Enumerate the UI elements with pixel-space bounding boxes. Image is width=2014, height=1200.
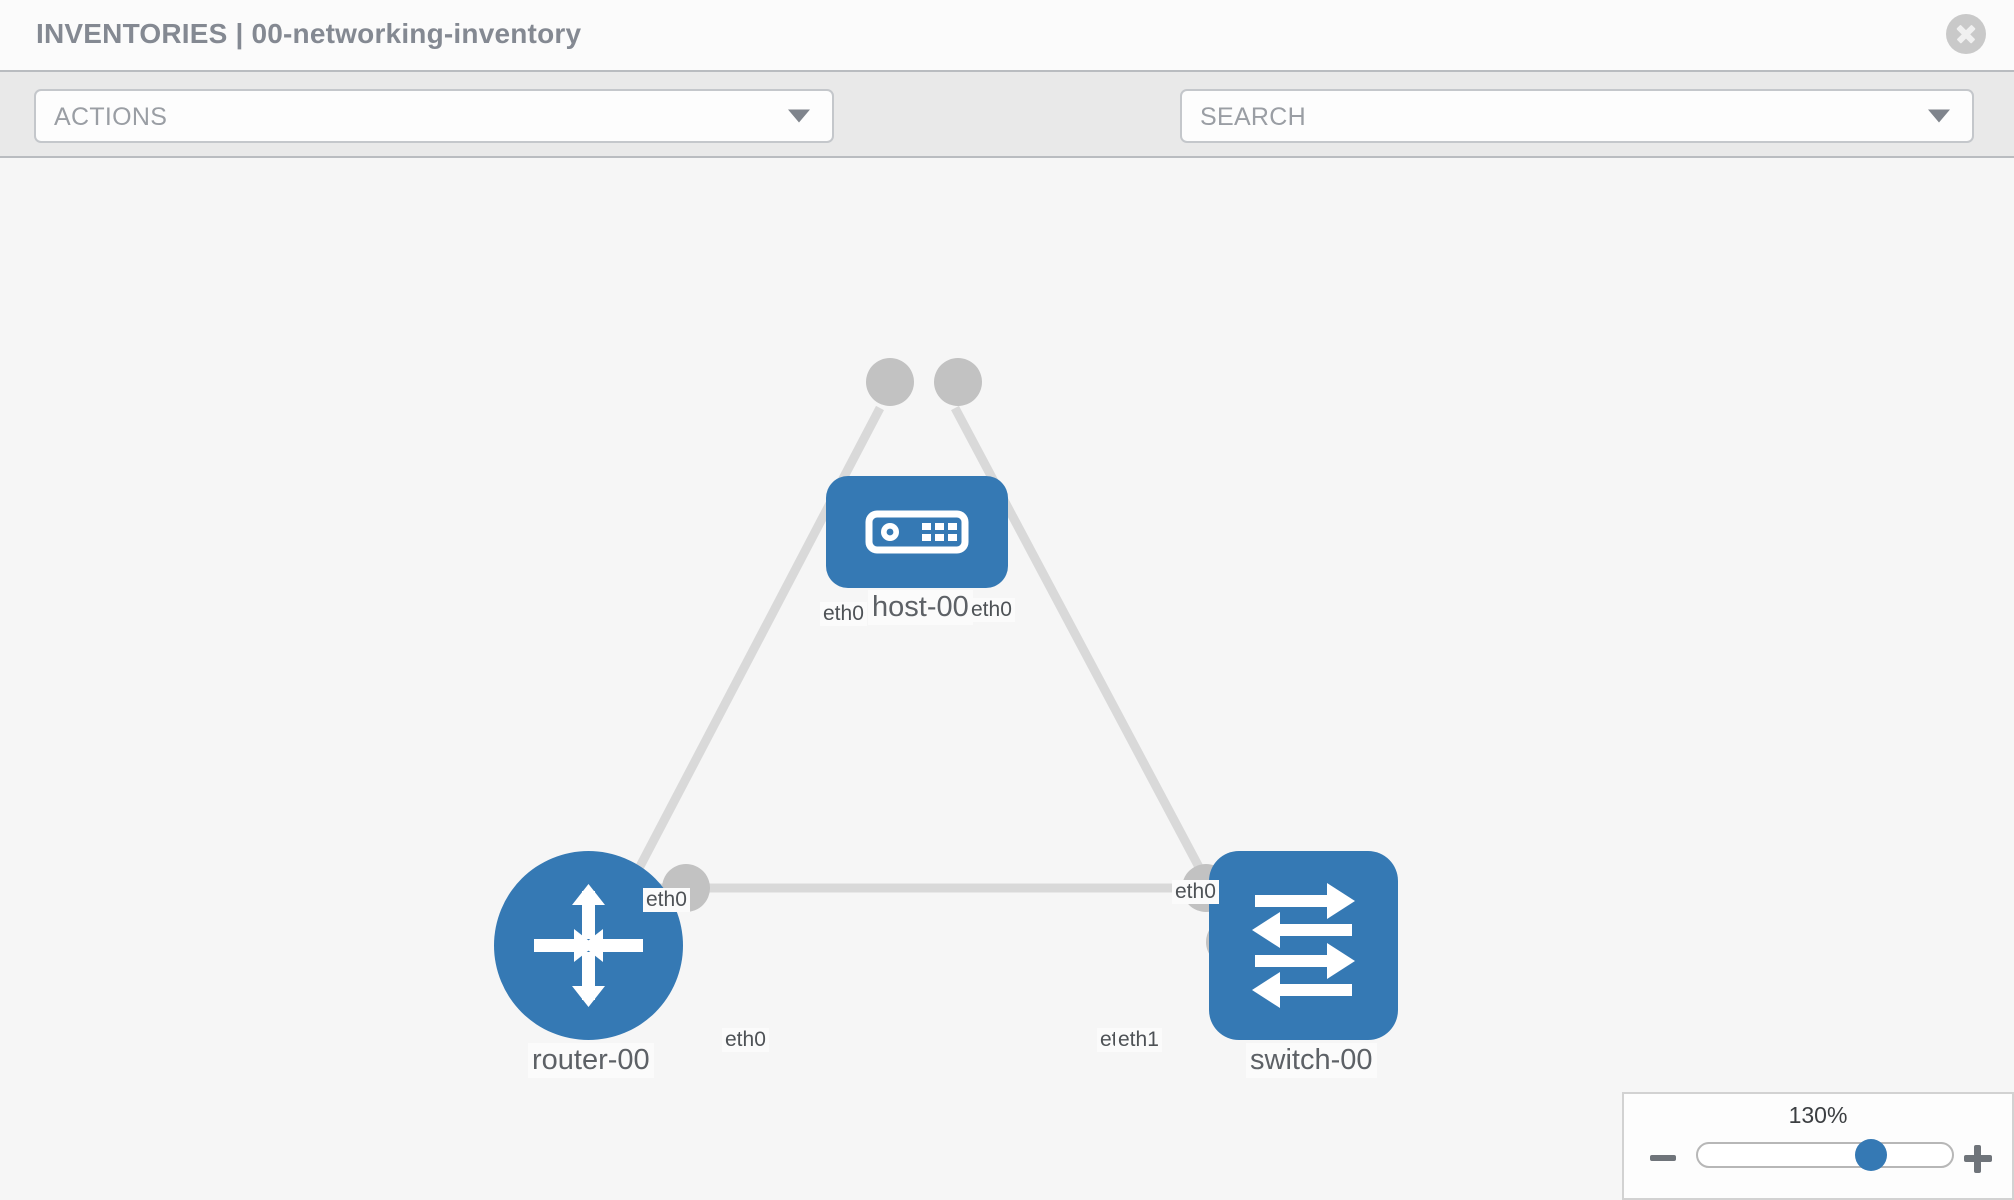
iface-label-host-left: eth0 <box>820 602 867 626</box>
node-switch-00-shape[interactable] <box>1209 851 1398 1040</box>
actions-dropdown-label: ACTIONS <box>54 103 168 131</box>
zoom-slider-thumb[interactable] <box>1854 1139 1887 1171</box>
toolbar: ACTIONS SEARCH <box>0 70 2014 200</box>
chevron-down-icon[interactable] <box>1928 109 1950 123</box>
iface-label-host-right: eth0 <box>968 598 1015 622</box>
zoom-slider[interactable] <box>1696 1139 1954 1171</box>
zoom-level-label: 130% <box>1788 1102 1848 1128</box>
node-router-00-label: router-00 <box>528 1043 654 1078</box>
port-dot-host-right[interactable] <box>934 358 982 406</box>
search-placeholder: SEARCH <box>1200 103 1306 131</box>
server-device-icon <box>865 510 969 554</box>
node-switch-00-label: switch-00 <box>1246 1043 1377 1078</box>
router-four-arrows-icon <box>534 884 643 1007</box>
close-icon[interactable] <box>1946 14 1986 54</box>
iface-label-router-right: eth0 <box>722 1028 769 1052</box>
node-host-00-label: host-00 <box>868 590 973 625</box>
port-dot-host-left[interactable] <box>866 358 914 406</box>
node-router-00-shape[interactable] <box>494 851 683 1040</box>
topology-canvas[interactable]: host-00 <box>0 158 2014 1200</box>
chevron-down-icon <box>788 109 810 123</box>
actions-dropdown[interactable]: ACTIONS <box>34 89 834 143</box>
minus-icon[interactable] <box>1650 1146 1676 1170</box>
page-title: INVENTORIES | 00-networking-inventory <box>36 18 582 49</box>
iface-label-switch-left: eth1 <box>1115 1028 1162 1052</box>
node-host-00-shape[interactable] <box>826 476 1008 588</box>
search-input[interactable]: SEARCH <box>1180 89 1974 143</box>
switch-arrows-icon <box>1252 883 1355 1008</box>
iface-label-router-upper: eth0 <box>643 888 690 912</box>
iface-label-switch-upper: eth0 <box>1172 880 1219 904</box>
page-header: INVENTORIES | 00-networking-inventory <box>0 0 2014 70</box>
topology-links-layer <box>609 405 1246 951</box>
plus-icon[interactable] <box>1964 1145 1992 1173</box>
zoom-control-panel: 130% <box>1622 1092 2014 1200</box>
